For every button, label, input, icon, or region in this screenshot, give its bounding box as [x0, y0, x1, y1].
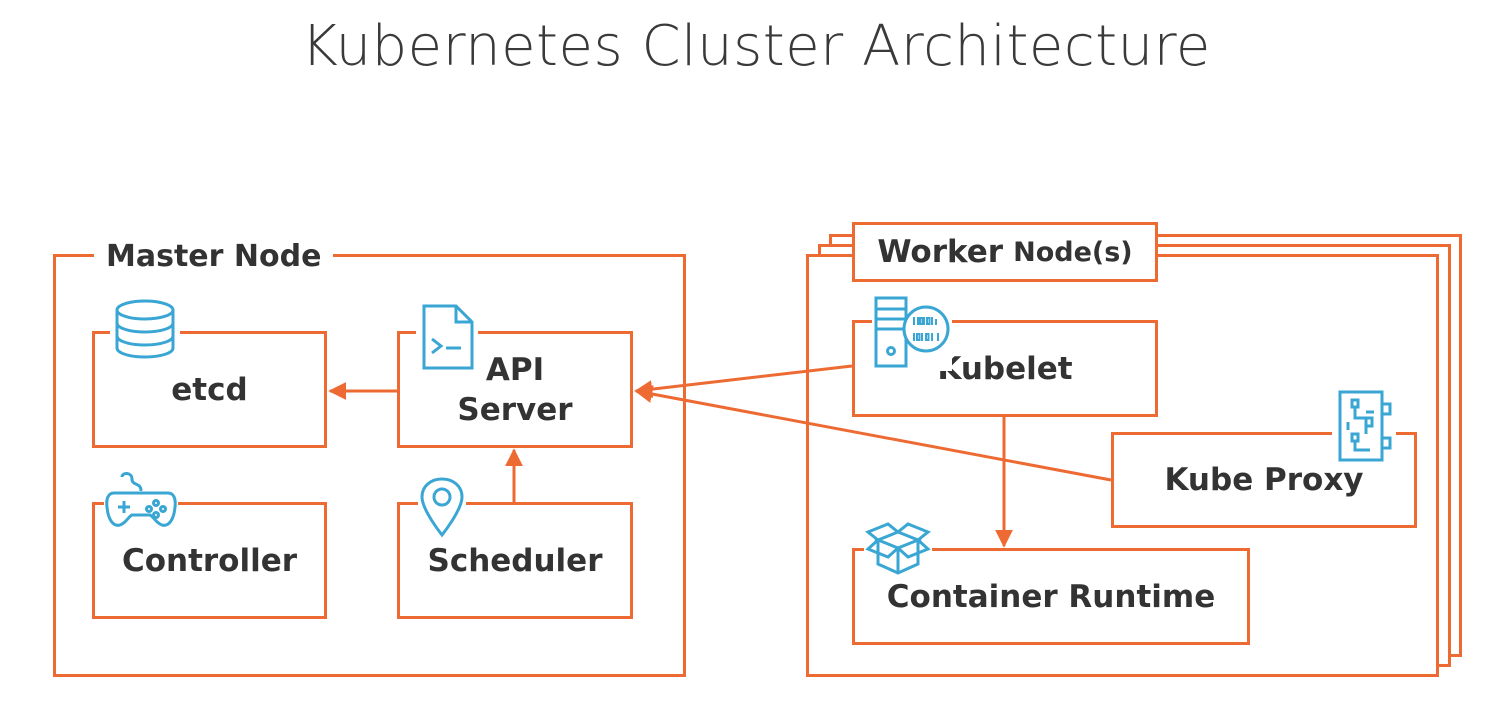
circuit-board-icon [1332, 388, 1396, 464]
terminal-file-icon [416, 303, 478, 371]
database-icon [110, 296, 180, 364]
master-node-label: Master Node [94, 236, 334, 278]
scheduler-label: Scheduler [427, 542, 603, 579]
open-box-icon [864, 518, 932, 576]
etcd-label: etcd [171, 371, 248, 408]
arrow-kubelet-to-api [634, 364, 853, 399]
arrow-kubeproxy-to-api [634, 385, 1112, 482]
server-binary-icon [872, 295, 952, 371]
worker-node-label-b: Node(s) [1013, 236, 1133, 268]
api-server-box: API Server [397, 331, 633, 448]
gamepad-icon [104, 469, 178, 533]
kube-proxy-label: Kube Proxy [1164, 462, 1364, 498]
controller-label: Controller [121, 542, 298, 579]
api-server-label-line2: Server [457, 391, 573, 428]
diagram-title: Kubernetes Cluster Architecture [301, 14, 1211, 79]
worker-node-label-a: Worker [877, 234, 1004, 270]
api-server-label-line1: API [485, 351, 545, 388]
kubelet-label: Kubelet [937, 350, 1073, 387]
container-runtime-label: Container Runtime [886, 578, 1216, 615]
worker-node-tab: Worker Node(s) [852, 222, 1158, 282]
location-pin-icon [418, 476, 466, 538]
